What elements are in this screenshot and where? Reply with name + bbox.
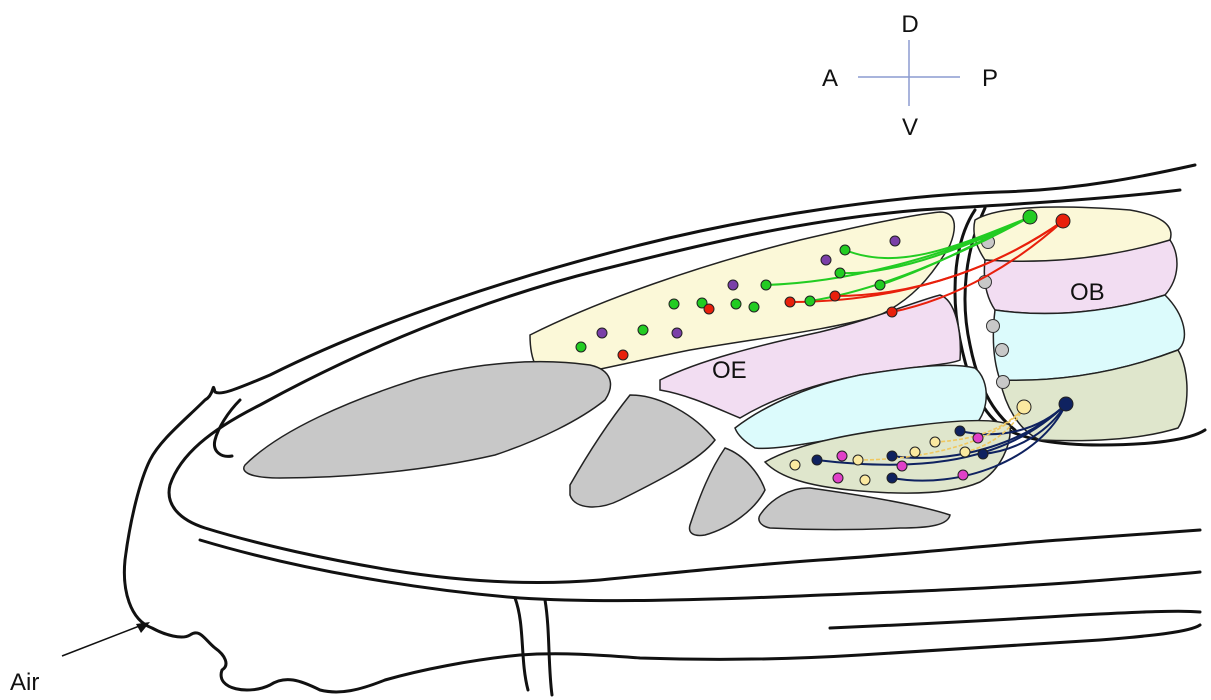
turbinate-lower [690,448,765,535]
neuron-red [618,350,628,360]
neuron-magenta [973,433,983,443]
neuron-light-yellow [853,455,863,465]
neuron-purple [728,280,738,290]
glomerulus-green [1023,210,1037,224]
turbinate-posterior [759,488,950,530]
neuron-navy [978,449,988,459]
posterior-cavity-line [830,611,1200,628]
neuron-green [761,280,771,290]
neuron-magenta [897,461,907,471]
neuron-green [805,296,815,306]
olfactory-bulb: OB [974,207,1187,441]
neuron-green [835,268,845,278]
lower-jaw-line [515,598,552,695]
compass-posterior-label: P [982,65,998,92]
neuron-navy [812,455,822,465]
neuron-green [576,342,586,352]
neuron-light-yellow [860,475,870,485]
olfactory-bulb-label: OB [1070,279,1105,306]
neuron-purple [672,328,682,338]
compass-anterior-label: A [822,65,838,92]
neuron-light-yellow [910,447,920,457]
glomerulus-gray [997,376,1010,389]
neuron-red [785,297,795,307]
neuron-green [731,299,741,309]
neuron-green [749,302,759,312]
neuron-green [840,245,850,255]
olfactory-epithelium-label: OE [712,357,747,384]
neuron-magenta [958,470,968,480]
air-label: Air [10,669,39,696]
neuron-purple [890,236,900,246]
neuron-purple [821,255,831,265]
neuron-green [638,325,648,335]
neuron-light-yellow [790,460,800,470]
turbinate-middle [570,395,715,507]
glomerulus-gray [996,344,1009,357]
glomerulus-red [1056,214,1070,228]
neuron-navy [955,426,965,436]
neuron-magenta [833,473,843,483]
neuron-purple [597,328,607,338]
air-inflow-indicator: Air [10,622,150,696]
glomerulus-navy [1059,397,1073,411]
glomerulus-light-yellow [1017,400,1031,414]
neuron-red [830,291,840,301]
neuron-green [875,280,885,290]
neuron-navy [887,451,897,461]
neuron-light-yellow [960,447,970,457]
neuron-navy [887,473,897,483]
turbinate-anterior [244,362,611,478]
neuron-green [669,299,679,309]
nostril-outline [214,400,240,456]
air-arrow-shaft [62,625,142,656]
neuron-red [887,307,897,317]
neuron-magenta [837,451,847,461]
neuron-red [704,304,714,314]
neuron-light-yellow [930,437,940,447]
compass-ventral-label: V [902,114,918,141]
compass-dorsal-label: D [901,11,918,38]
orientation-compass: D V A P [822,11,998,141]
glomerulus-gray [987,320,1000,333]
